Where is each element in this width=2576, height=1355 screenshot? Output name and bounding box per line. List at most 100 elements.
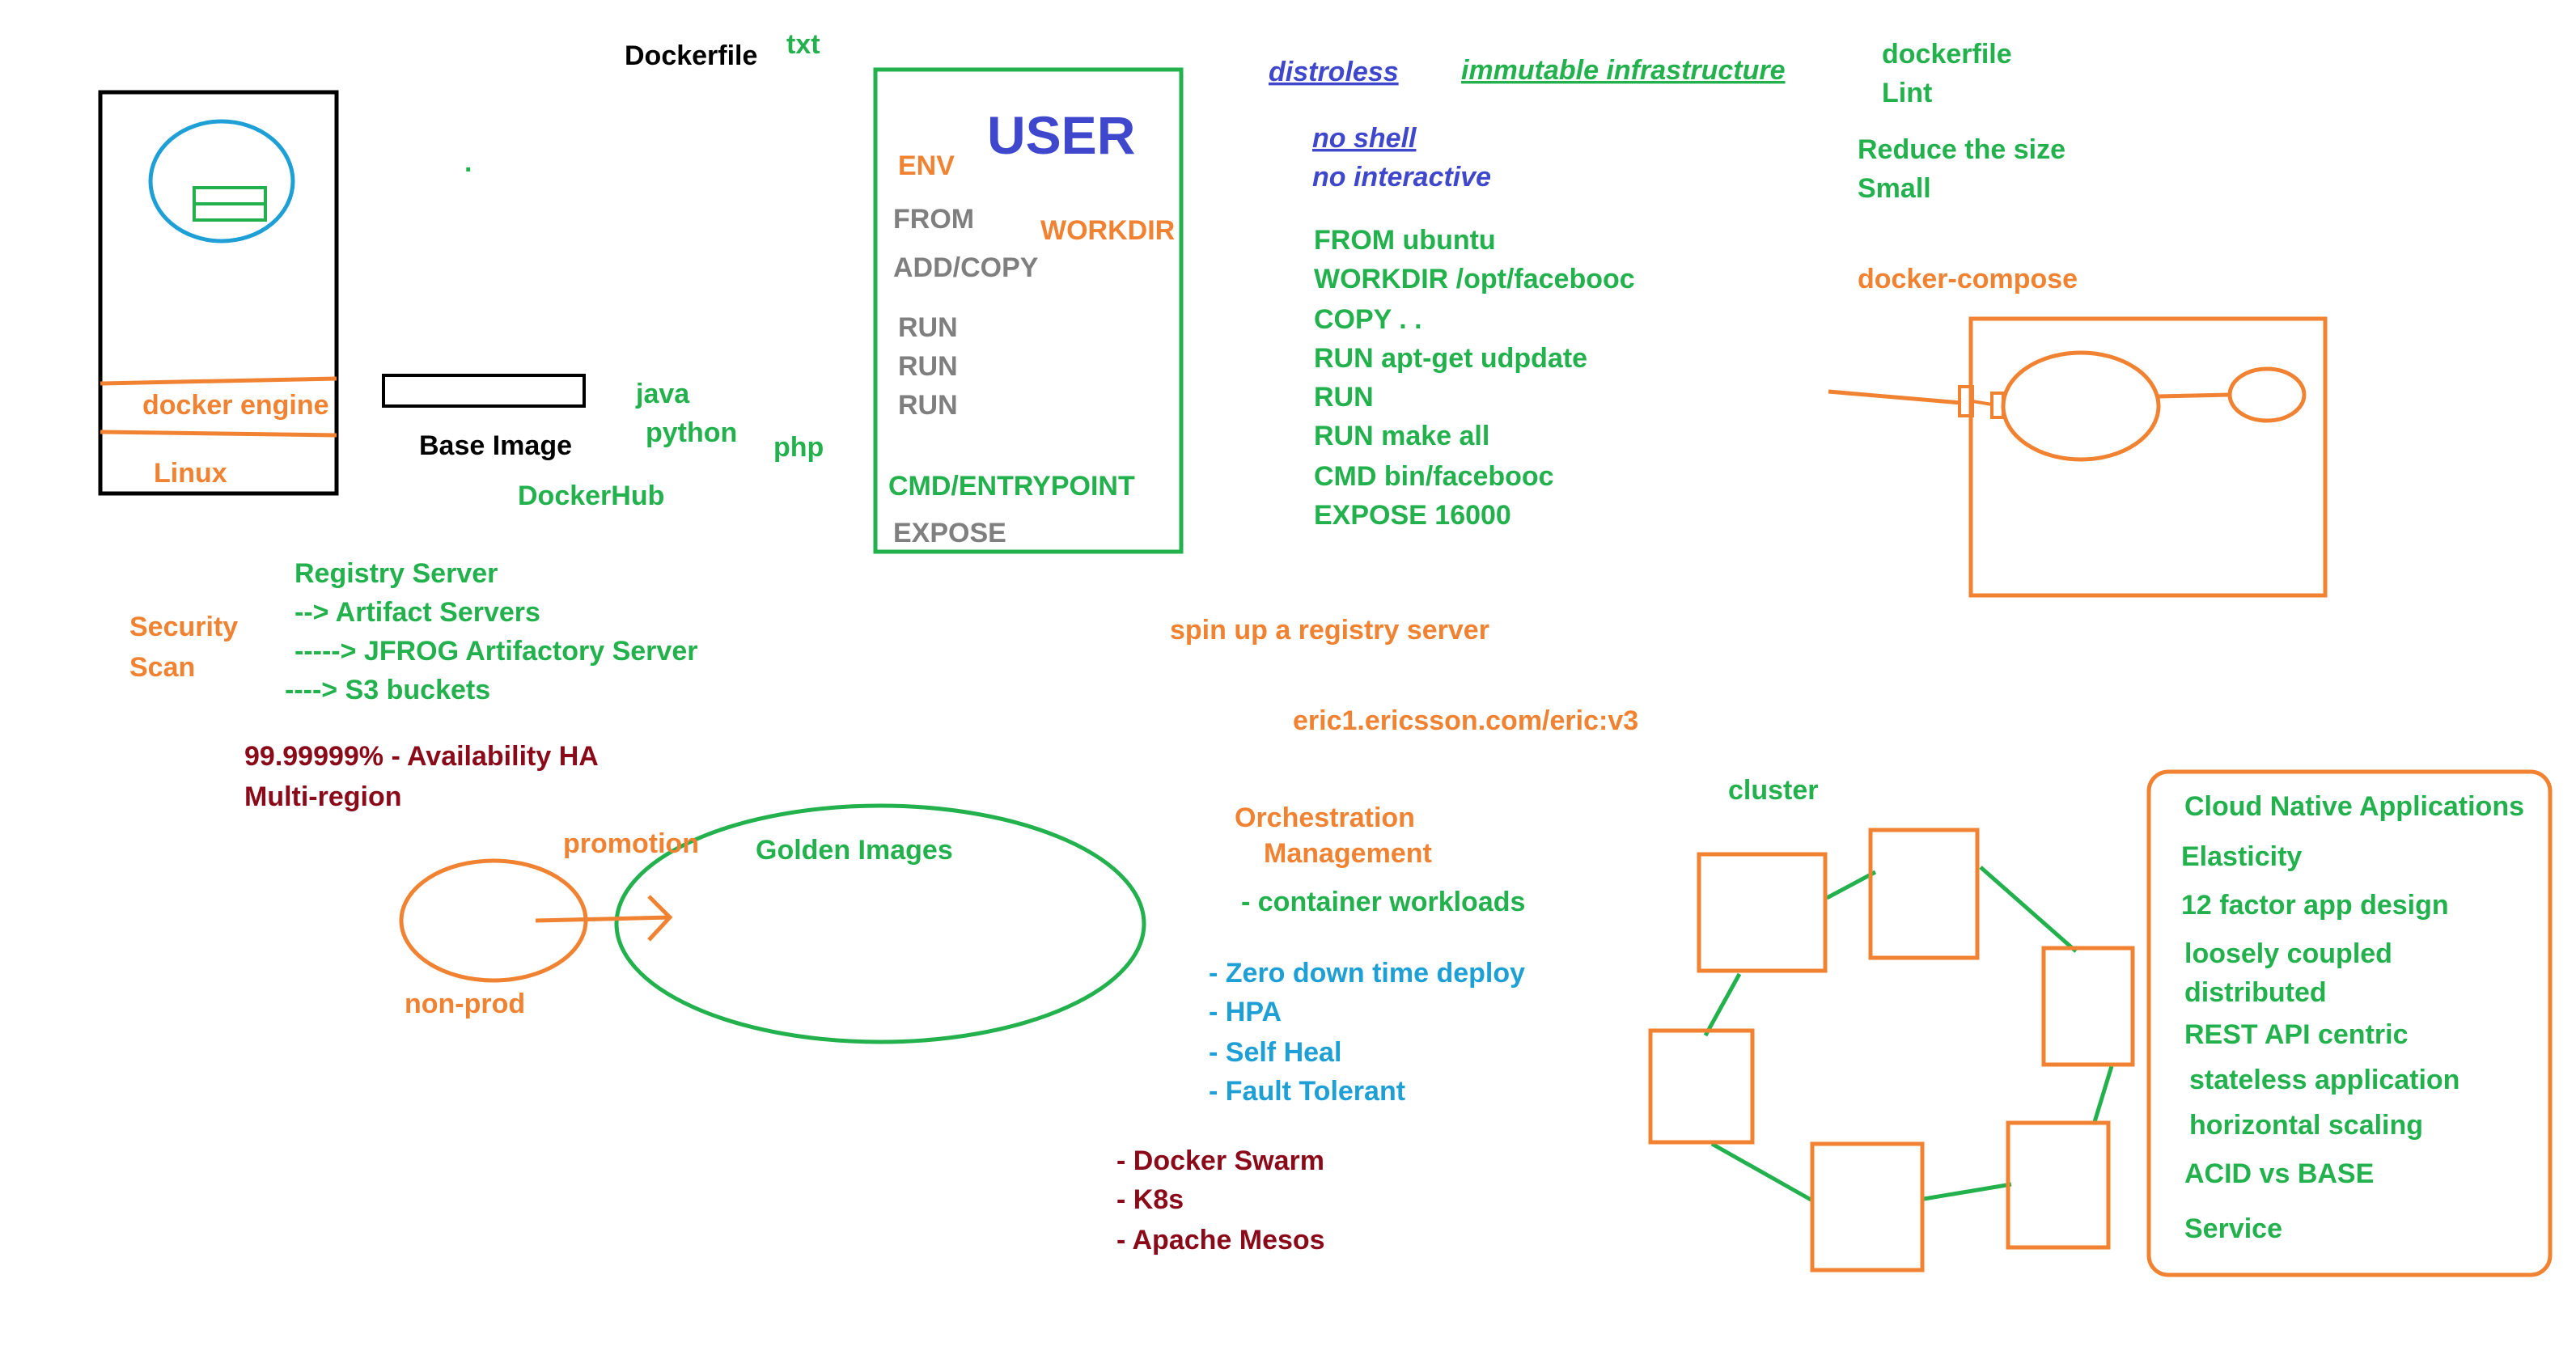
image-reference: eric1.ericsson.com/eric:v3 (1293, 705, 1638, 736)
cloud-native-item: Elasticity (2181, 841, 2302, 872)
cloud-native-item: loosely coupled (2184, 938, 2392, 969)
lang-php: php (773, 432, 824, 463)
no-shell: no shell (1312, 123, 1417, 154)
spin-up-registry: spin up a registry server (1170, 615, 1489, 646)
cluster-link (2091, 1065, 2114, 1125)
example-line: RUN (1314, 382, 1374, 413)
engine-divider-bottom (100, 430, 337, 438)
cloud-native-item: REST API centric (2184, 1019, 2408, 1050)
orchestration-feature: - Self Heal (1209, 1037, 1341, 1068)
compose-input-line (1828, 389, 1962, 405)
no-interactive: no interactive (1312, 162, 1491, 193)
env-keyword: ENV (898, 150, 955, 181)
linux-label: Linux (154, 458, 227, 489)
dockerfile-lint-line1: dockerfile (1882, 39, 2012, 70)
base-image-box (382, 374, 586, 408)
cloud-native-item: horizontal scaling (2189, 1110, 2423, 1141)
example-line: RUN apt-get udpdate (1314, 343, 1587, 374)
compose-group: docker-compose (1828, 264, 2328, 598)
lang-python: python (646, 417, 737, 448)
availability-ha: 99.99999% - Availability HA (244, 741, 599, 772)
cloud-native-item: Service (2184, 1213, 2282, 1244)
cluster-group: cluster (1648, 775, 2135, 1272)
orchestration-feature: - Fault Tolerant (1209, 1076, 1405, 1107)
example-line: COPY . . (1314, 304, 1422, 335)
cloud-native-item: Cloud Native Applications (2184, 791, 2524, 822)
workdir-keyword: WORKDIR (1040, 215, 1175, 246)
registry-item: -----> JFROG Artifactory Server (294, 636, 697, 667)
cloud-native-item: ACID vs BASE (2184, 1158, 2374, 1189)
security-scan-line1: Security (129, 612, 238, 642)
registry-group: Security Scan Registry Server --> Artifa… (129, 558, 697, 812)
registry-item: --> Artifact Servers (294, 597, 540, 628)
golden-images-ellipse (614, 803, 1146, 1044)
from-keyword: FROM (893, 204, 974, 235)
cloud-native-box (2146, 769, 2553, 1277)
txt-label: txt (786, 29, 820, 60)
example-dockerfile: FROM ubuntu WORKDIR /opt/facebooc COPY .… (1314, 225, 1635, 531)
example-line: EXPOSE 16000 (1314, 500, 1511, 531)
distroless-group: distroless immutable infrastructure no s… (1269, 55, 1786, 193)
cluster-link (1703, 972, 1742, 1037)
immutable-infra: immutable infrastructure (1461, 55, 1786, 86)
small-label: Small (1858, 173, 1931, 204)
compose-box (1968, 316, 2328, 598)
dockerfile-title: Dockerfile (625, 40, 757, 71)
distroless-title: distroless (1269, 57, 1399, 87)
orchestration-title-1: Orchestration (1235, 802, 1415, 833)
cluster-node (2041, 946, 2135, 1067)
cluster-link (1923, 1182, 2012, 1201)
lint-group: dockerfile Lint Reduce the size Small (1858, 39, 2065, 204)
orchestration-feature: - Zero down time deploy (1209, 958, 1525, 989)
promotion-arrow-head (647, 895, 673, 942)
compose-link (2158, 392, 2231, 399)
orchestration-title-2: Management (1264, 838, 1432, 869)
orchestration-tool: - Docker Swarm (1116, 1145, 1324, 1176)
orchestration-tool: - Apache Mesos (1116, 1225, 1325, 1255)
cloud-native-item: 12 factor app design (2181, 890, 2449, 921)
cluster-link (1825, 870, 1877, 900)
server-box (98, 90, 339, 496)
cluster-node (1810, 1141, 1925, 1272)
registry-item: Registry Server (294, 558, 498, 589)
lang-java: java (635, 379, 690, 409)
cluster-node (1868, 828, 1980, 960)
compose-title: docker-compose (1858, 264, 2078, 294)
cluster-link (1710, 1141, 1814, 1203)
non-prod-label: non-prod (405, 989, 525, 1019)
instructions-box: USER ENV FROM WORKDIR ADD/COPY RUN RUN R… (873, 67, 1184, 554)
promotion-group: promotion Golden Images non-prod (399, 803, 1146, 1044)
engine-divider-top (100, 376, 337, 386)
cluster-node (2006, 1120, 2111, 1250)
orchestration-group: Orchestration Management - container wor… (1116, 802, 1525, 1255)
promotion-arrow-shaft (535, 915, 671, 923)
docker-engine-label: docker engine (142, 390, 329, 421)
cluster-link (1979, 866, 2078, 953)
user-keyword: USER (987, 105, 1135, 165)
example-line: RUN make all (1314, 421, 1489, 451)
container-circle (148, 119, 295, 243)
cloud-native-group: Cloud Native Applications Elasticity 12 … (2146, 769, 2553, 1277)
run-keyword-3: RUN (898, 390, 958, 421)
run-keyword-2: RUN (898, 351, 958, 382)
cluster-node (1648, 1028, 1755, 1145)
promotion-label: promotion (563, 828, 699, 859)
dockerhub-label: DockerHub (518, 481, 664, 511)
compose-service-large (2001, 350, 2161, 462)
run-keyword-1: RUN (898, 312, 958, 343)
expose-keyword: EXPOSE (893, 518, 1006, 548)
base-image-group: Base Image . java python php DockerHub (382, 147, 824, 511)
instructions-frame (873, 67, 1184, 554)
cluster-title: cluster (1728, 775, 1819, 806)
golden-images-label: Golden Images (756, 835, 953, 866)
cloud-native-item: stateless application (2189, 1065, 2459, 1095)
example-line: WORKDIR /opt/facebooc (1314, 264, 1635, 294)
cmd-keyword: CMD/ENTRYPOINT (888, 471, 1135, 502)
compose-service-small (2227, 366, 2307, 423)
base-image-label: Base Image (419, 430, 572, 461)
registry-item: ----> S3 buckets (285, 675, 490, 705)
addcopy-keyword: ADD/COPY (893, 252, 1039, 283)
reduce-size: Reduce the size (1858, 134, 2065, 165)
orchestration-tool: - K8s (1116, 1184, 1184, 1215)
